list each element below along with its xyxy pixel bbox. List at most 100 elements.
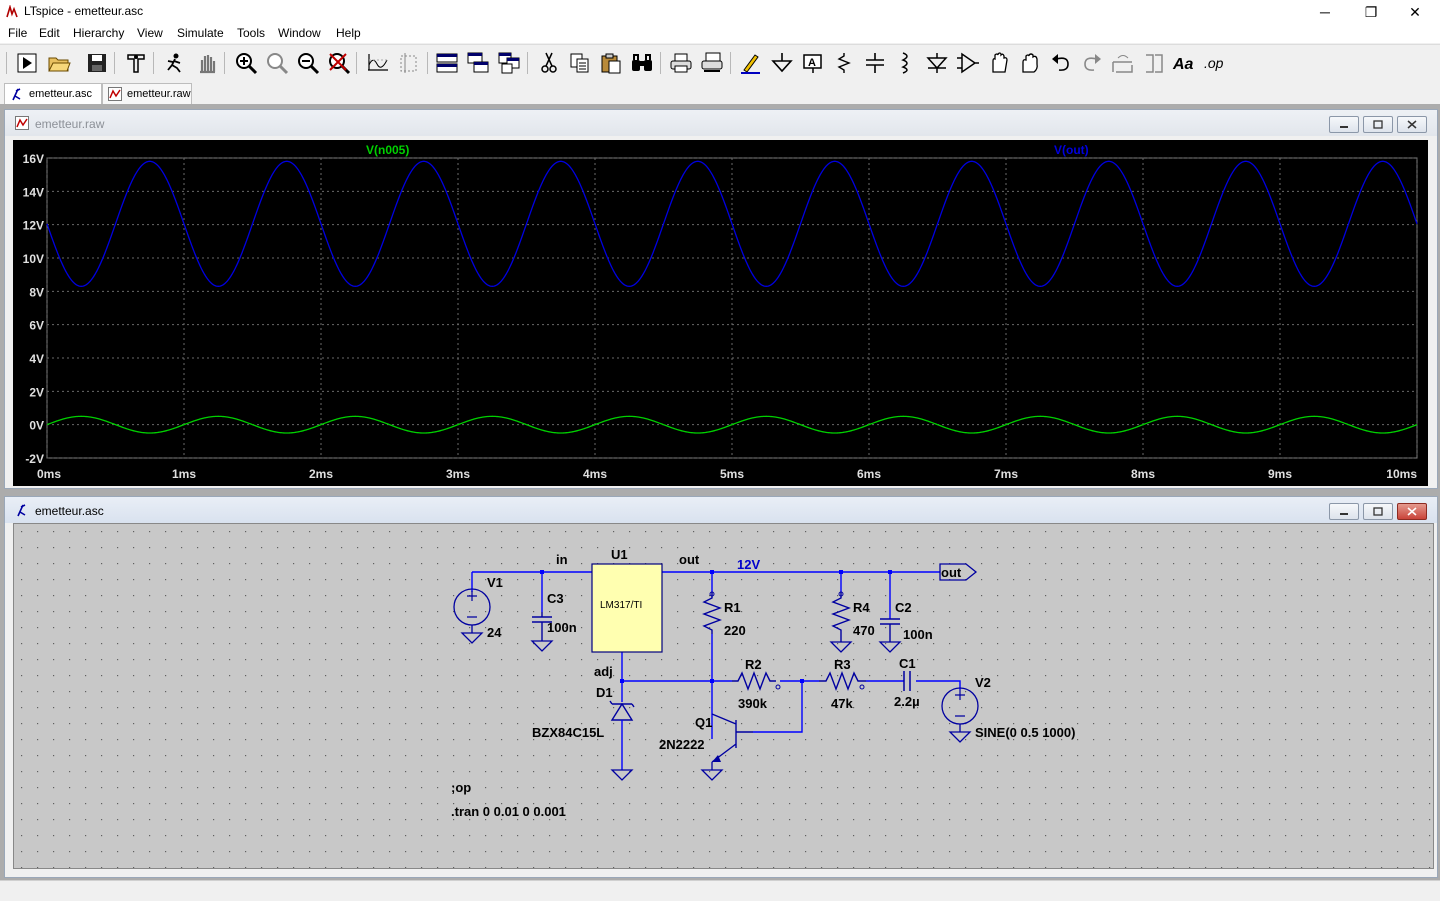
waveform-icon bbox=[15, 116, 29, 130]
schematic-icon bbox=[17, 504, 26, 517]
svg-text:A: A bbox=[808, 57, 816, 69]
zoom-out-icon[interactable] bbox=[295, 50, 321, 76]
close-button[interactable]: ✕ bbox=[1409, 4, 1421, 20]
zoom-cancel-icon[interactable] bbox=[326, 50, 352, 76]
r2-resistor[interactable]: R2 390k bbox=[732, 657, 802, 711]
port-out-label: out bbox=[941, 565, 962, 580]
inductor-icon[interactable] bbox=[893, 50, 919, 76]
d1-zener-diode[interactable]: D1 BZX84C15L bbox=[532, 685, 635, 781]
r1-resistor[interactable]: R1 220 bbox=[702, 591, 746, 638]
print-icon[interactable] bbox=[668, 50, 694, 76]
r3-resistor[interactable]: R3 47k bbox=[819, 657, 866, 711]
print-setup-icon[interactable] bbox=[699, 50, 725, 76]
menu-window[interactable]: Window bbox=[278, 26, 321, 40]
zoom-in-icon[interactable] bbox=[233, 50, 259, 76]
cascade-icon[interactable] bbox=[465, 50, 491, 76]
menu-tools[interactable]: Tools bbox=[237, 26, 266, 40]
label-net-icon[interactable]: A bbox=[800, 50, 826, 76]
maximize-button[interactable]: ❐ bbox=[1364, 4, 1378, 20]
drag-icon[interactable] bbox=[1017, 50, 1043, 76]
waveform-icon bbox=[108, 87, 122, 101]
v2-voltage-source[interactable]: V2 SINE(0 0.5 1000) bbox=[941, 675, 1075, 743]
minimize-icon bbox=[1340, 513, 1348, 515]
menu-help[interactable]: Help bbox=[336, 26, 361, 40]
c1-ref: C1 bbox=[899, 656, 916, 671]
window-title: LTspice - emetteur.asc bbox=[24, 4, 144, 18]
zoom-full-icon[interactable] bbox=[264, 50, 290, 76]
trace-v-out[interactable] bbox=[46, 160, 1418, 287]
run-icon[interactable] bbox=[14, 50, 40, 76]
minimize-button[interactable]: ─ bbox=[1320, 4, 1330, 20]
save-icon[interactable] bbox=[84, 50, 110, 76]
draw-wire-icon[interactable] bbox=[738, 50, 764, 76]
component-icon[interactable] bbox=[955, 50, 981, 76]
q1-npn-transistor[interactable]: Q1 2N2222 bbox=[659, 713, 753, 781]
port-out[interactable]: out bbox=[939, 563, 978, 581]
mirror-icon[interactable] bbox=[1141, 50, 1167, 76]
move-icon[interactable] bbox=[986, 50, 1012, 76]
text-icon[interactable]: Aa bbox=[1172, 50, 1198, 76]
redo-icon[interactable] bbox=[1079, 50, 1105, 76]
toolbar: A Aa .op bbox=[0, 44, 1440, 83]
c2-capacitor[interactable]: C2 100n bbox=[878, 600, 933, 653]
trace-label-v-n005[interactable]: V(n005) bbox=[366, 143, 409, 157]
menu-edit[interactable]: Edit bbox=[39, 26, 60, 40]
control-panel-icon[interactable] bbox=[123, 50, 149, 76]
resistor-icon[interactable] bbox=[831, 50, 857, 76]
r4-resistor[interactable]: R4 470 bbox=[829, 591, 875, 653]
spice-directive-icon[interactable]: .op bbox=[1203, 50, 1229, 76]
tile-vertical-icon[interactable] bbox=[496, 50, 522, 76]
x-tick-label: 8ms bbox=[1131, 467, 1155, 481]
trace-v-n005[interactable] bbox=[46, 415, 1418, 434]
copy-icon[interactable] bbox=[567, 50, 593, 76]
waveform-close-button[interactable] bbox=[1397, 116, 1427, 133]
diode-icon[interactable] bbox=[924, 50, 950, 76]
menu-file[interactable]: File bbox=[8, 26, 28, 40]
u1-lm317[interactable]: LM317/TI U1 in out adj bbox=[556, 547, 700, 679]
r2-value: 390k bbox=[738, 696, 768, 711]
c3-ref: C3 bbox=[547, 591, 564, 606]
directive-tran[interactable]: .tran 0 0.01 0 0.001 bbox=[451, 804, 566, 819]
y-tick-label: 6V bbox=[29, 319, 44, 333]
menu-view[interactable]: View bbox=[137, 26, 163, 40]
c3-capacitor[interactable]: C3 100n bbox=[530, 591, 577, 652]
toolbar-separator bbox=[224, 52, 225, 74]
undo-icon[interactable] bbox=[1048, 50, 1074, 76]
open-icon[interactable] bbox=[46, 50, 72, 76]
pan-icon[interactable] bbox=[194, 50, 220, 76]
waveform-window-titlebar[interactable]: emetteur.raw bbox=[5, 110, 1437, 136]
tab-emetteur-asc[interactable]: emetteur.asc bbox=[4, 83, 102, 104]
menu-hierarchy[interactable]: Hierarchy bbox=[73, 26, 125, 40]
autorange-icon[interactable] bbox=[365, 50, 391, 76]
v1-voltage-source[interactable]: V1 24 bbox=[453, 575, 503, 644]
net-label-12v[interactable]: 12V bbox=[737, 557, 760, 572]
waveform-restore-button[interactable] bbox=[1363, 116, 1393, 133]
capacitor-icon[interactable] bbox=[862, 50, 888, 76]
y-tick-label: 10V bbox=[23, 252, 44, 266]
tab-emetteur-raw[interactable]: emetteur.raw bbox=[102, 83, 192, 104]
schematic-close-button[interactable] bbox=[1397, 503, 1427, 520]
tile-horizontal-icon[interactable] bbox=[434, 50, 460, 76]
halt-icon[interactable] bbox=[162, 50, 188, 76]
v2-ref: V2 bbox=[975, 675, 991, 690]
paste-icon[interactable] bbox=[598, 50, 624, 76]
schematic-canvas[interactable]: LM317/TI U1 in out adj V1 24 bbox=[13, 523, 1434, 869]
directive-op[interactable]: ;op bbox=[451, 780, 471, 795]
rotate-icon[interactable] bbox=[1110, 50, 1136, 76]
schematic-minimize-button[interactable] bbox=[1329, 503, 1359, 520]
menu-simulate[interactable]: Simulate bbox=[177, 26, 224, 40]
find-icon[interactable] bbox=[629, 50, 655, 76]
mark-unref-icon[interactable] bbox=[396, 50, 422, 76]
ground-symbol bbox=[460, 625, 484, 644]
title-bar: LTspice - emetteur.asc ─ ❐ ✕ bbox=[0, 0, 1440, 25]
trace-label-v-out[interactable]: V(out) bbox=[1054, 143, 1089, 157]
schematic-window-titlebar[interactable]: emetteur.asc bbox=[5, 497, 1437, 523]
tab-label: emetteur.asc bbox=[29, 88, 92, 100]
c1-capacitor[interactable]: C1 2.2µ bbox=[894, 656, 920, 709]
ground-icon[interactable] bbox=[769, 50, 795, 76]
cut-icon[interactable] bbox=[536, 50, 562, 76]
schematic-restore-button[interactable] bbox=[1363, 503, 1393, 520]
waveform-minimize-button[interactable] bbox=[1329, 116, 1359, 133]
